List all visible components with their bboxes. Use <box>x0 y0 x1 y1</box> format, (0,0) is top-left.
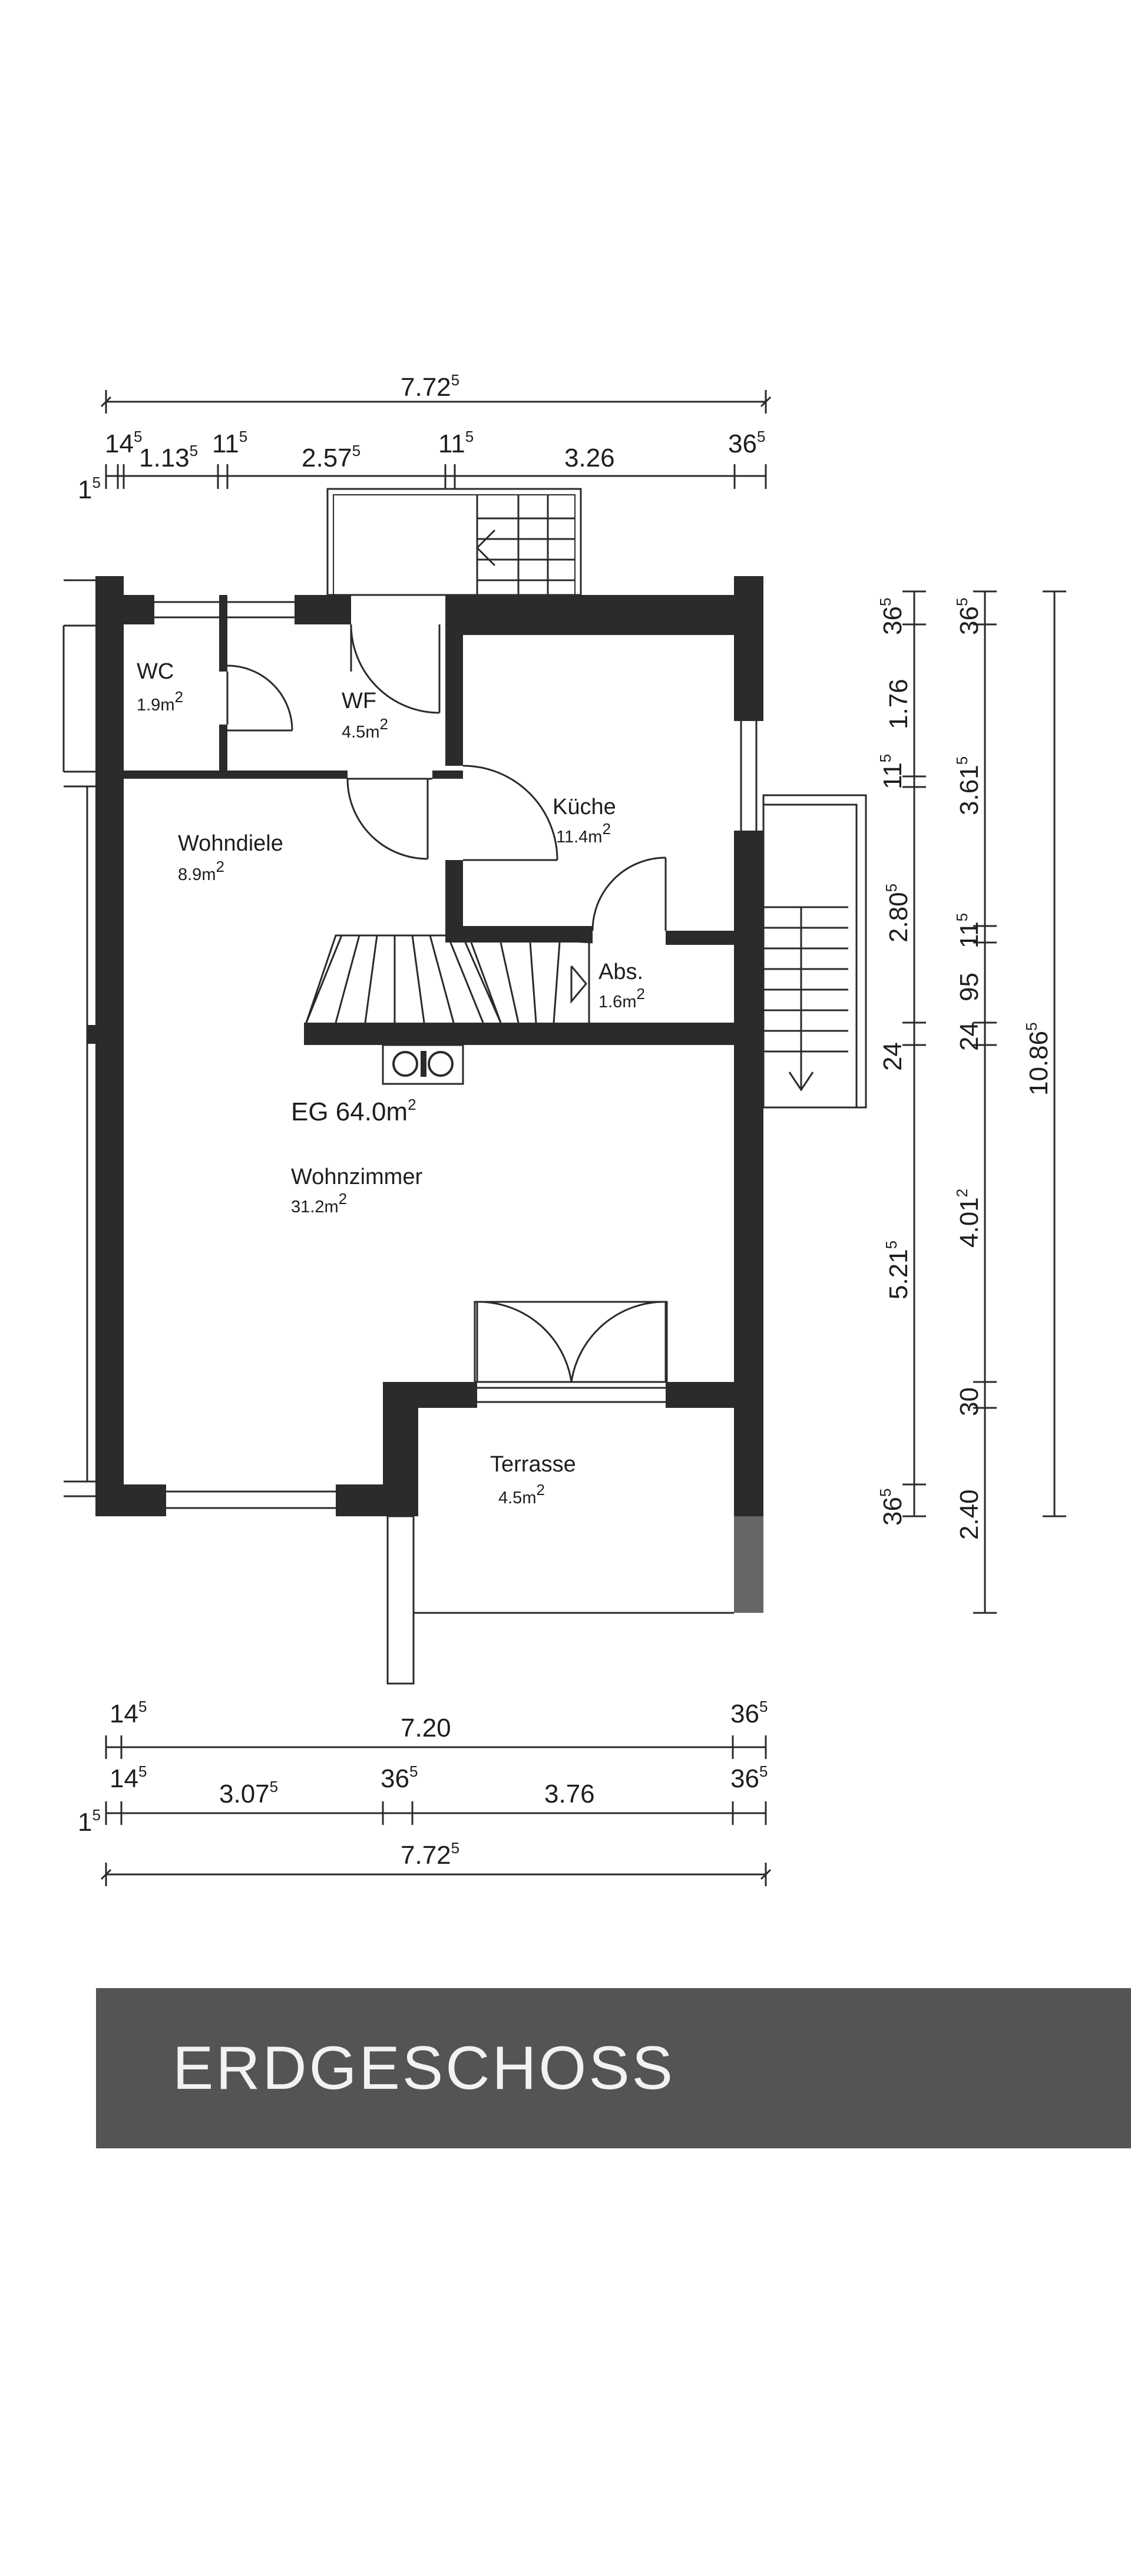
doors <box>226 624 668 1383</box>
walls <box>87 576 763 1613</box>
dim-bottom2-0: 145 <box>110 1762 147 1793</box>
room-wf-name: WF <box>342 689 376 713</box>
total-area-label: EG 64.0m2 <box>291 1096 416 1126</box>
dim-right-inner-5: 5.215 <box>882 1241 913 1299</box>
dim-top-1: 1.135 <box>139 442 198 472</box>
side-stairs <box>762 794 867 1109</box>
dim-top-6: 365 <box>728 428 765 458</box>
dim-right-mid-1: 3.615 <box>953 756 984 815</box>
dim-bottom1-1: 7.20 <box>401 1714 451 1742</box>
dim-bottom1-0: 145 <box>110 1698 147 1728</box>
floor-title: ERDGESCHOSS <box>173 2034 676 2102</box>
dim-top-4: 115 <box>438 428 474 458</box>
dim-bottom1-2: 365 <box>730 1698 768 1728</box>
dim-bottom2-2: 365 <box>381 1762 418 1793</box>
room-wohnzimmer-area: 31.2m2 <box>291 1190 347 1216</box>
interior-stairs <box>305 934 593 1023</box>
room-wohndiele-name: Wohndiele <box>178 831 283 856</box>
dim-right-inner-0: 365 <box>877 598 907 635</box>
room-labels: WC 1.9m2 WF 4.5m2 Küche 11.4m2 Wohndiele… <box>137 659 645 1507</box>
dim-top-total: 7.725 <box>401 371 459 402</box>
windows <box>154 601 758 1509</box>
dim-right-mid-0: 365 <box>953 598 984 635</box>
entrance-steps <box>475 495 575 595</box>
dim-top-3: 2.575 <box>302 442 361 472</box>
dim-bottom2-3: 3.76 <box>544 1780 595 1808</box>
dim-top-small: 15 <box>78 474 101 504</box>
right-dimensions: 365 1.76 115 2.805 24 5.215 365 365 3.61… <box>877 590 1066 1614</box>
dim-right-mid-3: 95 <box>955 973 984 1001</box>
dim-bottom2-1: 3.075 <box>219 1778 278 1808</box>
room-kueche-name: Küche <box>553 795 616 819</box>
room-abs-area: 1.6m2 <box>598 985 645 1011</box>
room-terrasse-area: 4.5m2 <box>498 1481 545 1507</box>
dim-top-2: 115 <box>212 428 247 458</box>
neighbour-outline <box>62 579 101 1497</box>
title-banner: ERDGESCHOSS <box>96 1988 1131 2148</box>
bottom-dimensions: 145 7.20 365 145 3.075 365 3.76 365 15 7… <box>78 1698 772 1886</box>
dim-right-mid-5: 4.012 <box>953 1189 984 1248</box>
dim-bottom-total: 7.725 <box>401 1839 459 1870</box>
dim-right-mid-2: 115 <box>953 913 984 948</box>
room-abs-name: Abs. <box>598 960 643 984</box>
top-dimensions: 7.725 145 1.135 115 2.575 115 3.26 365 1… <box>78 371 772 504</box>
entrance-canopy <box>326 488 582 596</box>
room-wohndiele-area: 8.9m2 <box>178 858 224 884</box>
stove-fixture <box>382 1044 464 1085</box>
dim-bottom2-4: 365 <box>730 1762 768 1793</box>
room-wc-name: WC <box>137 659 174 684</box>
dim-top-0: 145 <box>105 428 142 458</box>
room-terrasse-name: Terrasse <box>490 1452 576 1477</box>
dim-right-inner-3: 2.805 <box>882 884 913 943</box>
dim-right-mid-4: 24 <box>955 1022 984 1051</box>
room-wohnzimmer-name: Wohnzimmer <box>291 1165 422 1189</box>
room-wc-area: 1.9m2 <box>137 688 183 715</box>
dim-right-inner-1: 1.76 <box>884 679 913 729</box>
room-wf-area: 4.5m2 <box>342 715 388 742</box>
dim-right-inner-2: 115 <box>877 754 907 789</box>
terrace-outline <box>386 1515 734 1685</box>
dim-right-inner-6: 365 <box>877 1489 907 1526</box>
room-kueche-area: 11.4m2 <box>556 820 611 846</box>
dim-top-5: 3.26 <box>564 444 615 472</box>
dim-right-mid-7: 2.40 <box>955 1489 984 1540</box>
dim-right-mid-6: 30 <box>955 1387 984 1416</box>
dim-bottom-small: 15 <box>78 1806 101 1837</box>
dim-right-total: 10.865 <box>1023 1022 1053 1096</box>
dim-right-inner-4: 24 <box>878 1042 907 1071</box>
